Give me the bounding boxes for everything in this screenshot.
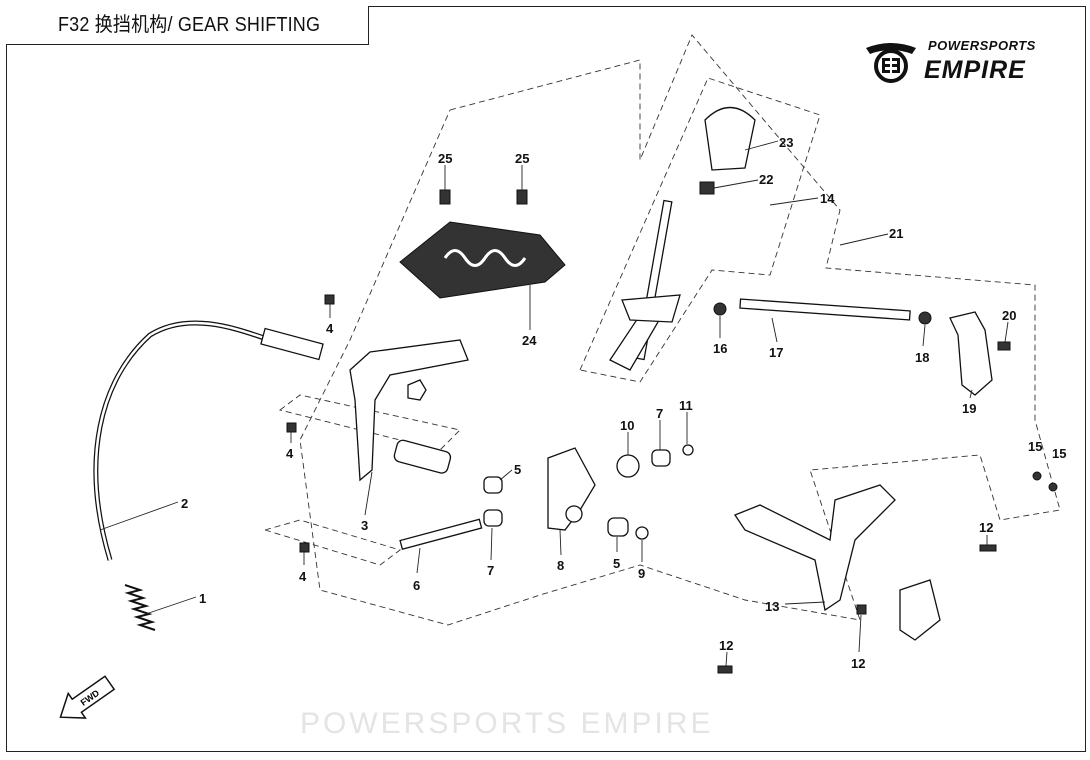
leader-lines	[99, 140, 1009, 667]
fwd-arrow-icon: FWD	[59, 675, 116, 719]
title-box: F32 换挡机构/ GEAR SHIFTING	[6, 6, 369, 45]
knob-nut	[699, 181, 715, 195]
bolt	[997, 341, 1011, 351]
bracket	[349, 339, 469, 482]
spring	[124, 584, 156, 631]
washer	[635, 526, 649, 540]
callout: 7	[487, 563, 494, 578]
shaft	[393, 439, 452, 474]
bushing	[651, 449, 671, 467]
callout: 20	[1002, 308, 1016, 323]
torsion-spring	[616, 454, 640, 478]
logo-text-top: POWERSPORTS	[928, 38, 1036, 53]
logo-text-bottom: EMPIRE	[924, 56, 1026, 84]
brand-logo: POWERSPORTS EMPIRE	[862, 36, 1062, 88]
cable-end	[260, 327, 324, 361]
bolt	[324, 294, 335, 305]
bolt	[439, 189, 451, 205]
callout: 3	[361, 518, 368, 533]
shift-cable	[93, 320, 271, 561]
bushing	[483, 509, 503, 527]
group-outline-lever	[579, 77, 821, 383]
callout: 16	[713, 341, 727, 356]
callout: 19	[962, 401, 976, 416]
lever-pivot	[621, 294, 681, 323]
callout: 9	[638, 566, 645, 581]
bolt	[979, 544, 997, 552]
wing-emblem-icon	[866, 43, 916, 83]
group-outline-shifter	[299, 34, 1061, 626]
callout: 8	[557, 558, 564, 573]
bolt	[516, 189, 528, 205]
callout: 14	[820, 191, 835, 206]
nut	[856, 604, 867, 615]
callout: 4	[299, 569, 307, 584]
callout: 21	[889, 226, 903, 241]
callout: 12	[719, 638, 733, 653]
callout: 10	[620, 418, 634, 433]
bushing	[483, 476, 503, 494]
callout: 12	[851, 656, 865, 671]
callout: 4	[286, 446, 294, 461]
diagram-frame	[6, 6, 1086, 752]
callout: 25	[515, 151, 529, 166]
callout: 5	[514, 462, 521, 477]
callout: 18	[915, 350, 929, 365]
callout: 5	[613, 556, 620, 571]
shift-rod	[739, 298, 911, 321]
page-title: F32 换挡机构/ GEAR SHIFTING	[58, 14, 321, 36]
callout: 17	[769, 345, 783, 360]
callout: 25	[438, 151, 452, 166]
callout: 6	[413, 578, 420, 593]
mount-bracket	[734, 484, 896, 612]
callout: 12	[979, 520, 993, 535]
nut	[407, 379, 427, 401]
callout: 23	[779, 135, 793, 150]
nut	[918, 311, 932, 325]
nut	[1032, 471, 1042, 481]
callout: 7	[656, 406, 663, 421]
bolt	[717, 665, 733, 674]
nut	[713, 302, 727, 316]
watermark: POWERSPORTS EMPIRE	[300, 707, 714, 740]
callout: 22	[759, 172, 773, 187]
nut	[1048, 482, 1058, 492]
shift-knob	[704, 106, 756, 171]
washer	[682, 444, 694, 456]
callout: 1	[199, 591, 206, 606]
callout: 24	[522, 333, 537, 348]
callout: 15	[1028, 439, 1042, 454]
callout: 11	[679, 398, 693, 413]
pin	[399, 518, 483, 551]
callout: 4	[326, 321, 334, 336]
bolt	[286, 422, 297, 433]
callout: 15	[1052, 446, 1066, 461]
bolt	[299, 542, 310, 553]
callout: 13	[765, 599, 779, 614]
group-outline-bracket	[263, 394, 461, 566]
rubber-mount	[899, 579, 941, 641]
bushing	[607, 517, 629, 537]
callout: 2	[181, 496, 188, 511]
shift-arm	[949, 311, 993, 396]
